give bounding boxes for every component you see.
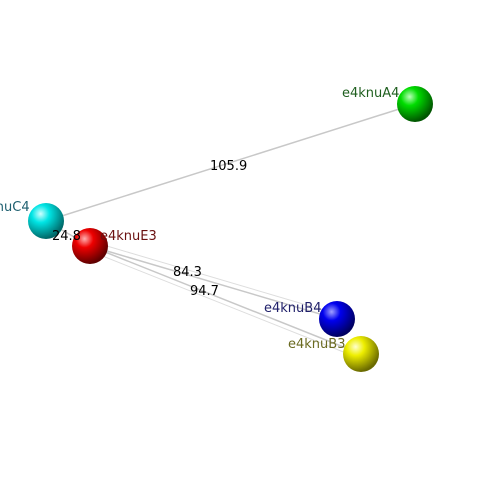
- atom-label-a4: e4knuA4: [342, 86, 399, 101]
- distance-line-e3-b4-shadow: [89, 240, 338, 315]
- atom-label-e3: e4knuE3: [100, 229, 157, 244]
- atom-sphere-a4[interactable]: [397, 86, 433, 122]
- distance-label-c4-a4: 105.9: [210, 159, 247, 174]
- atom-sphere-b3[interactable]: [343, 336, 379, 372]
- distance-line-e3-b4: [89, 245, 338, 320]
- distance-line-e3-b3: [89, 245, 362, 355]
- atom-sphere-e3[interactable]: [72, 228, 108, 264]
- distance-label-c4-e3: 24.8: [52, 229, 81, 244]
- atom-label-b4: e4knuB4: [264, 301, 321, 316]
- distance-label-e3-b4: 84.3: [173, 265, 202, 280]
- atom-label-c4: e4knuC4: [0, 200, 30, 215]
- atom-label-b3: e4knuB3: [288, 337, 345, 352]
- distance-label-e3-b3: 94.7: [190, 284, 219, 299]
- distance-line-e3-b3-shadow: [89, 250, 362, 360]
- atom-sphere-c4[interactable]: [28, 203, 64, 239]
- distance-line-c4-a4: [45, 103, 416, 222]
- atom-sphere-b4[interactable]: [319, 301, 355, 337]
